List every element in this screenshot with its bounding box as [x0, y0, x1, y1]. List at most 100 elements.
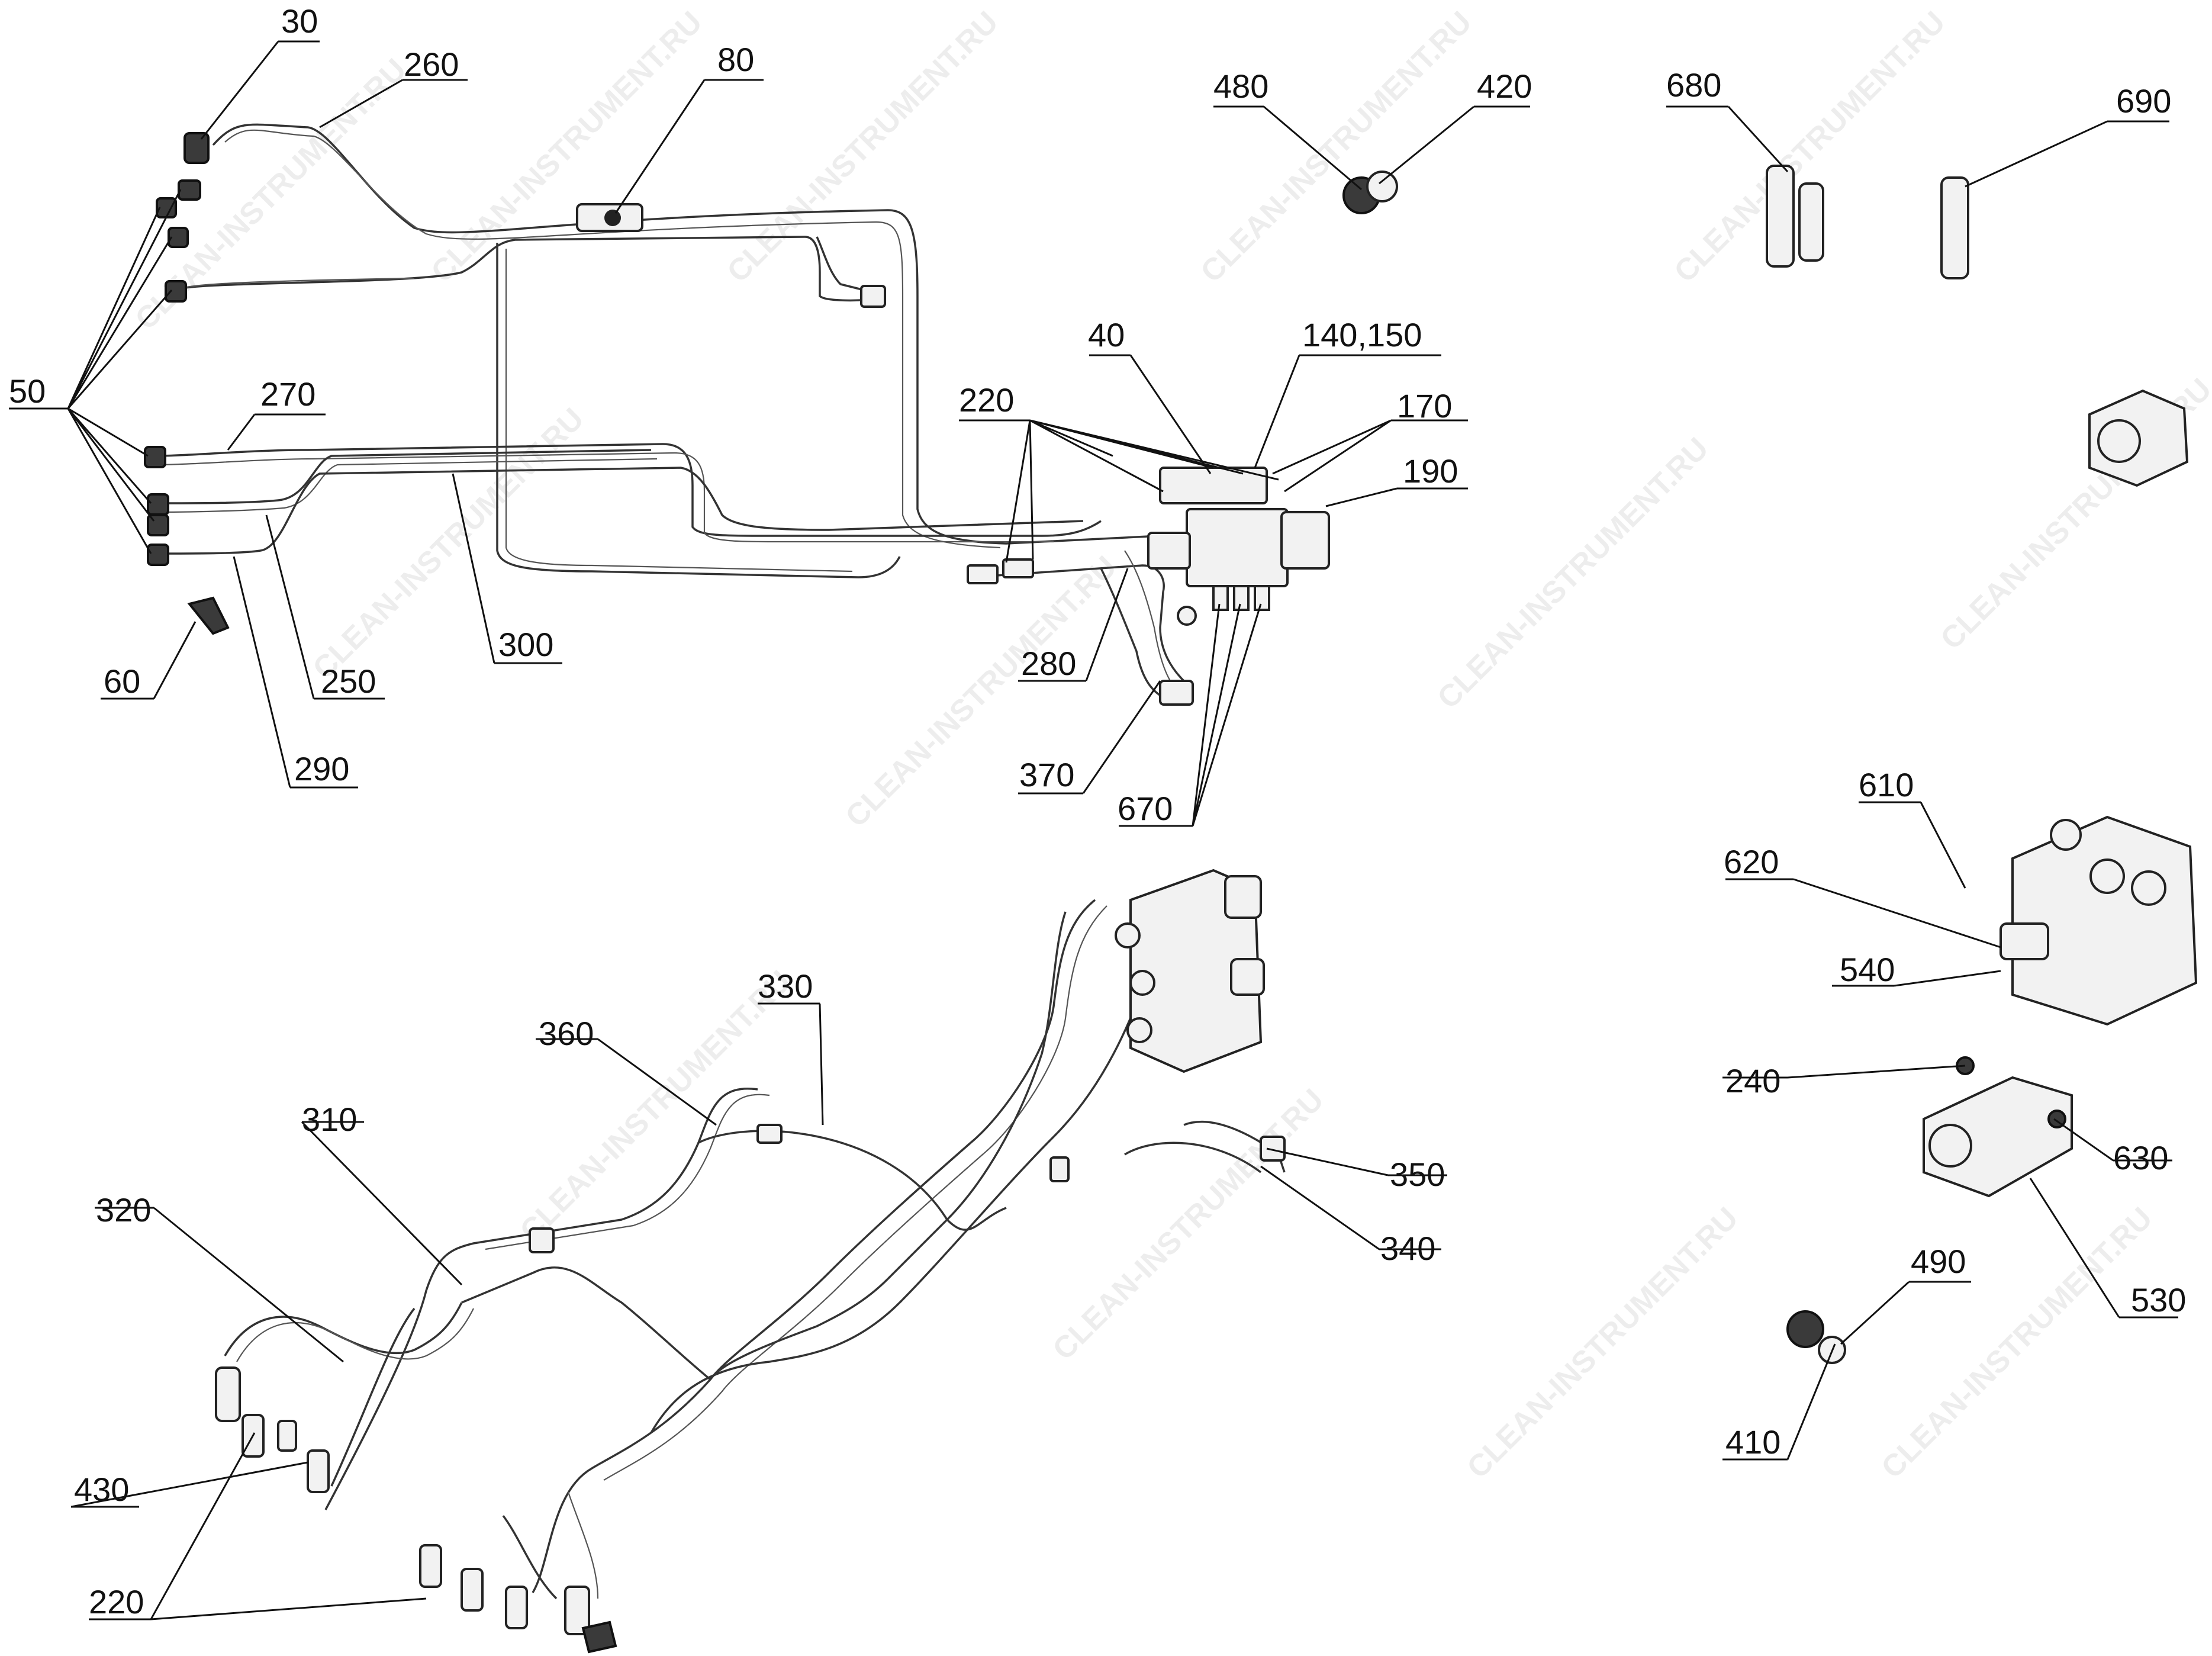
lower-fitting-a — [1115, 922, 1141, 948]
callout-690: 690 — [2116, 82, 2171, 120]
callout-310: 310 — [302, 1101, 357, 1138]
callout-170: 170 — [1397, 387, 1452, 425]
callout-630: 630 — [2113, 1139, 2168, 1176]
callout-620: 620 — [1724, 843, 1779, 880]
callout-480: 480 — [1213, 67, 1268, 105]
coupler-430c — [277, 1420, 297, 1452]
callout-530: 530 — [2131, 1281, 2186, 1319]
lower-pipe-assembly — [224, 899, 1286, 1600]
lower-parts — [215, 869, 1286, 1654]
adapter-220a — [967, 564, 999, 584]
callout-410: 410 — [1725, 1423, 1780, 1461]
callout-140-150: 140,150 — [1302, 316, 1422, 353]
watermark: CLEAN-INSTRUMENT.RU — [424, 5, 709, 289]
callout-220-upper: 220 — [959, 381, 1014, 419]
pipe-end-fitting — [860, 285, 886, 308]
valve-side-left — [1147, 532, 1191, 570]
watermark: CLEAN-INSTRUMENT.RU — [720, 5, 1004, 289]
gear-pump-port — [1928, 1124, 1972, 1168]
callout-610: 610 — [1859, 766, 1914, 803]
callout-240: 240 — [1725, 1062, 1780, 1099]
callout-430: 430 — [74, 1471, 129, 1508]
lower-fitting-c — [1126, 1017, 1152, 1043]
valve-cap-a — [2050, 819, 2082, 851]
upper-pipe-assembly — [156, 123, 1185, 703]
fitting-50d — [165, 280, 187, 303]
quick-coupler-690 — [1940, 176, 1969, 279]
coupling-420 — [1366, 171, 1398, 202]
valve-manifold-610 — [2011, 815, 2198, 1026]
lower-solenoid-a — [1224, 875, 1262, 919]
fitting-80-hub — [604, 210, 621, 226]
watermark: CLEAN-INSTRUMENT.RU — [1194, 5, 1478, 289]
fitting-50c — [168, 227, 189, 248]
callout-360: 360 — [539, 1015, 594, 1052]
lower-fitting-b — [1129, 970, 1155, 996]
watermark: CLEAN-INSTRUMENT.RU — [1046, 1082, 1330, 1366]
coupler-220e — [505, 1586, 528, 1629]
coupler-430d — [307, 1449, 330, 1493]
fitting-540 — [2000, 922, 2049, 960]
callout-220-lower: 220 — [89, 1583, 144, 1620]
watermark: CLEAN-INSTRUMENT.RU — [513, 964, 797, 1248]
callout-270: 270 — [260, 375, 315, 413]
pump-port — [2097, 419, 2141, 463]
coupler-220d — [461, 1568, 484, 1612]
callout-300: 300 — [498, 626, 553, 663]
callout-250: 250 — [321, 663, 376, 700]
callout-280: 280 — [1021, 645, 1076, 682]
coupling-410 — [1786, 1310, 1824, 1348]
callout-50: 50 — [9, 372, 46, 410]
clamp-310 — [529, 1227, 555, 1253]
watermark: CLEAN-INSTRUMENT.RU — [1431, 431, 1715, 715]
callout-330: 330 — [758, 967, 813, 1005]
right-assembly — [1786, 389, 2198, 1364]
callout-290: 290 — [294, 750, 349, 787]
quick-coupler-680b — [1798, 182, 1824, 262]
coupler-220c — [419, 1544, 442, 1588]
callout-680: 680 — [1666, 66, 1721, 104]
callout-350: 350 — [1390, 1156, 1445, 1193]
coupler-430a — [215, 1366, 241, 1422]
gear-pump-530 — [1923, 1076, 2073, 1198]
fitting-50a — [178, 179, 201, 201]
callout-labels: 30 260 80 480 420 680 690 40 140,150 220… — [9, 2, 2186, 1620]
fitting-370 — [1159, 680, 1194, 706]
callout-190: 190 — [1403, 452, 1458, 490]
fitting-280 — [1177, 606, 1197, 626]
port-670a — [1212, 585, 1229, 611]
callout-320: 320 — [96, 1191, 151, 1229]
solenoid-190 — [1280, 511, 1330, 570]
fitting-50e — [144, 446, 166, 468]
fitting-50f — [147, 493, 169, 516]
elbow-fitting-lower — [581, 1620, 617, 1654]
callout-30: 30 — [281, 2, 318, 40]
coupler-220f — [564, 1586, 590, 1635]
upper-fittings — [144, 132, 1330, 706]
callout-490: 490 — [1911, 1243, 1966, 1280]
quick-coupler-680a — [1766, 165, 1795, 268]
callout-60: 60 — [104, 663, 140, 700]
elbow-fitting-30 — [183, 132, 210, 164]
callout-80: 80 — [717, 41, 754, 78]
port-670c — [1254, 585, 1270, 611]
callout-540: 540 — [1840, 951, 1895, 988]
callout-420: 420 — [1477, 67, 1532, 105]
leader-lines — [9, 40, 2178, 1620]
callout-40: 40 — [1088, 316, 1125, 353]
fitting-340 — [1049, 1156, 1070, 1182]
port-670b — [1233, 585, 1250, 611]
callout-370: 370 — [1019, 756, 1074, 793]
watermark: CLEAN-INSTRUMENT.RU — [839, 549, 1123, 834]
valve-cap-b — [2089, 858, 2125, 894]
callout-260: 260 — [404, 46, 459, 83]
watermark: CLEAN-INSTRUMENT.RU — [1460, 1201, 1744, 1485]
adapter-220b — [1002, 558, 1034, 578]
fitting-50h — [147, 544, 169, 566]
valve-block — [1186, 508, 1289, 587]
callout-670: 670 — [1118, 790, 1173, 827]
elbow-fitting-60 — [187, 596, 230, 635]
lower-valve-block — [1129, 869, 1263, 1073]
